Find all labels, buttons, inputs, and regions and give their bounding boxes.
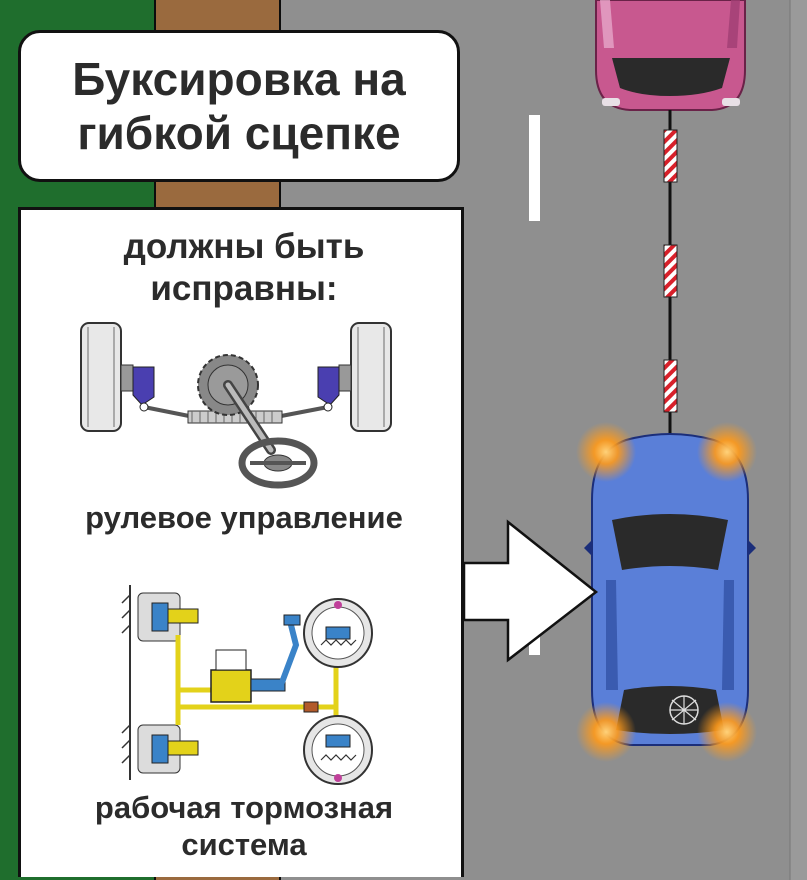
steering-caption: рулевое управление: [85, 500, 403, 535]
title-line2: гибкой сцепке: [77, 107, 401, 159]
lane-dash: [529, 115, 540, 221]
towed-car: [584, 433, 756, 746]
hazard-light: [576, 422, 636, 482]
title-line1: Буксировка на: [72, 53, 406, 105]
hazard-light: [697, 702, 757, 762]
title-box: Буксировка на гибкой сцепке: [18, 30, 460, 182]
brake-system-icon: [121, 585, 373, 785]
steering-system-icon: [80, 322, 392, 489]
rope-warning-flag: [663, 129, 678, 183]
requirements-box: должны быть исправны:: [18, 207, 464, 877]
brake-caption-line2: система: [181, 827, 307, 862]
hazard-light: [576, 702, 636, 762]
requirements-heading-line1: должны быть: [123, 227, 365, 266]
requirements-heading-line2: исправны:: [150, 269, 338, 308]
pointer-arrow: [462, 519, 599, 663]
hazard-light: [697, 422, 757, 482]
rope-warning-flag: [663, 359, 678, 413]
towing-car: [595, 0, 746, 111]
rope-warning-flag: [663, 244, 678, 298]
brake-caption-line1: рабочая тормозная: [94, 790, 394, 825]
